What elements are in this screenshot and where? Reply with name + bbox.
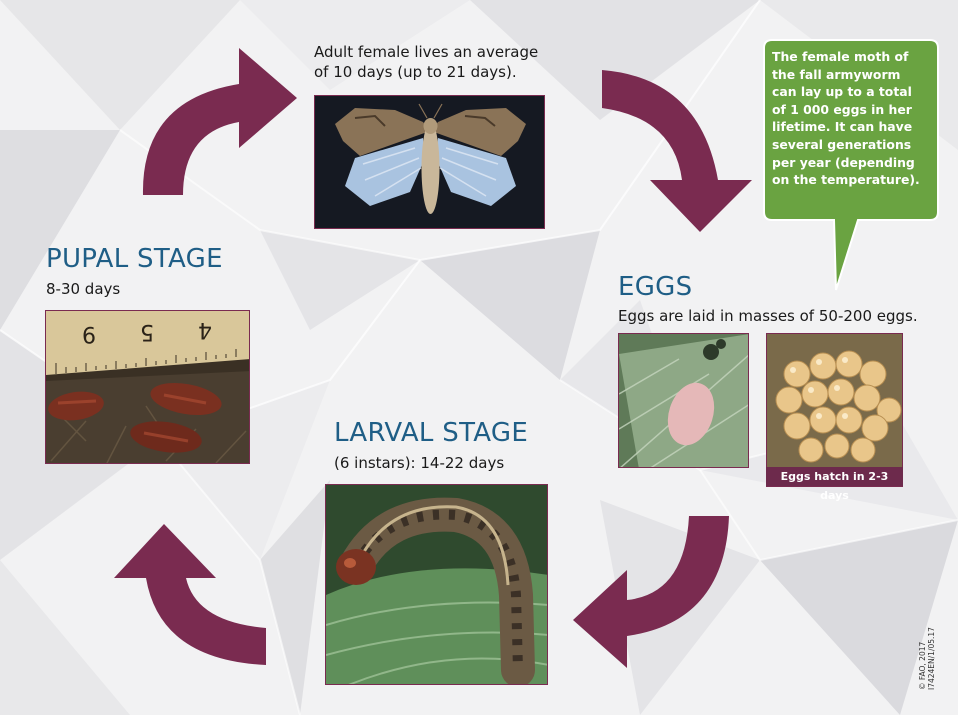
credit-line: I7424EN/1/05.17: [927, 627, 936, 690]
ruler-number: 9: [82, 321, 96, 346]
eggs-closeup-photo: [766, 333, 903, 487]
adult-caption: Adult female lives an average of 10 days…: [314, 42, 594, 82]
speech-bubble: [763, 39, 939, 291]
bubble-line: per year (depending: [772, 154, 915, 170]
adult-moth-photo: [314, 95, 545, 229]
arrow-down-left-icon: [573, 516, 729, 668]
eggs-subtitle: Eggs are laid in masses of 50-200 eggs.: [618, 307, 918, 325]
credit-text: © FAO, 2017 I7424EN/1/05.17: [918, 600, 936, 690]
eggs-title: EGGS: [618, 272, 693, 302]
pupal-title: PUPAL STAGE: [46, 244, 223, 274]
larval-title: LARVAL STAGE: [334, 418, 529, 448]
pupae-photo: 9 5 4: [45, 310, 250, 464]
eggs-hatch-label: Eggs hatch in 2-3 days: [766, 467, 903, 502]
credit-line: © FAO, 2017: [918, 641, 927, 690]
arrow-left-up-icon: [114, 524, 266, 665]
ruler-number: 5: [140, 319, 154, 344]
bubble-line: The female moth of: [772, 49, 909, 64]
bubble-line: the fall armyworm: [772, 66, 901, 82]
arrow-up-right-icon: [142, 48, 297, 195]
arrow-right-down-icon: [602, 70, 752, 232]
adult-caption-line: of 10 days (up to 21 days).: [314, 63, 517, 81]
ruler-number: 4: [198, 317, 212, 342]
bubble-line: can lay up to a total: [772, 84, 912, 100]
larva-photo: [325, 484, 548, 685]
pupal-subtitle: 8-30 days: [46, 280, 121, 298]
bubble-text: The female moth of the fall armyworm can…: [772, 48, 932, 189]
bubble-line: several generations: [772, 136, 912, 152]
adult-caption-line: Adult female lives an average: [314, 43, 539, 61]
bubble-line: lifetime. It can have: [772, 119, 913, 135]
larval-subtitle: (6 instars): 14-22 days: [334, 454, 505, 472]
bubble-line: on the temperature).: [772, 172, 920, 188]
bubble-line: of 1 000 eggs in her: [772, 101, 912, 117]
eggs-leaf-photo: [618, 333, 749, 468]
